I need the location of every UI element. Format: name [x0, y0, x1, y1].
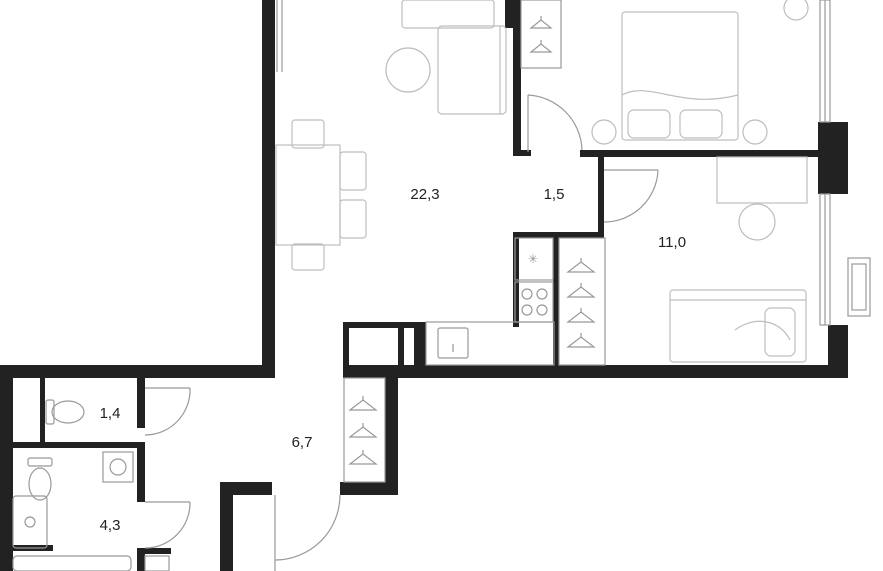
wall-toilet-right: [137, 378, 145, 428]
sanitary: [12, 399, 170, 571]
furniture-living: [275, 0, 507, 271]
bathtub-icon: [12, 555, 132, 571]
wall-hall-left: [220, 482, 233, 571]
room-area-bedroom: 11,0: [658, 234, 686, 251]
wall-right-lower: [828, 325, 848, 378]
toilet-icon: [27, 457, 53, 501]
fridge-icon: [514, 237, 554, 281]
wall-outer-horizontal: [0, 365, 275, 378]
bed-icon: [591, 0, 809, 145]
table-icon: [275, 144, 341, 246]
toilet-icon: [45, 399, 85, 425]
desk-icon: [716, 156, 808, 204]
wall-living-left: [262, 0, 275, 378]
washing-machine-icon: [102, 451, 134, 483]
counter-icon: [425, 321, 555, 366]
wall-bedroom-top: [580, 150, 820, 157]
bathtub-tap-icon: [144, 555, 170, 571]
door-icon: [144, 94, 659, 571]
wall-corridor-left: [513, 0, 521, 155]
sofa-icon: [401, 0, 495, 29]
wall-bath-stub: [143, 548, 171, 554]
wall-kitchen-right: [553, 232, 559, 372]
wall-outer-left: [0, 365, 13, 571]
wall-kitchen-block-mid2: [414, 322, 420, 372]
wall-corridor-top-stub: [505, 0, 521, 28]
svg-text:✳: ✳: [528, 252, 538, 266]
wall-right-pier: [818, 122, 848, 194]
sink-icon: [437, 327, 469, 359]
room-area-corridor: 1,5: [544, 186, 565, 203]
wall-kitchen-block-left: [343, 322, 349, 372]
wall-hall-bottom-right: [340, 482, 398, 495]
side-table-icon: [385, 47, 431, 93]
wall-corridor-door-stub: [513, 150, 531, 156]
wall-kitchen-block-top: [343, 322, 425, 328]
room-area-hall: 6,7: [292, 434, 313, 451]
wall-hall-right: [385, 365, 398, 495]
sink-icon: [12, 495, 48, 549]
bed-icon: [669, 289, 807, 363]
room-area-living: 22,3: [410, 186, 439, 203]
wall-toilet-left: [40, 378, 45, 444]
wall-bath-right-lower: [137, 548, 145, 571]
hanger-icon: [348, 16, 596, 465]
chair-icon: [738, 203, 776, 241]
furniture-bedroom: [669, 156, 808, 363]
wall-kitchen-block-mid: [398, 322, 404, 372]
kitchen: ✳: [425, 237, 555, 366]
armchair-icon: [437, 25, 507, 115]
wall-kitchen-block-right: [420, 322, 426, 372]
chair-icon: [291, 119, 367, 271]
walls: [0, 0, 848, 571]
wardrobe: [343, 0, 606, 483]
wall-bottom-long: [343, 365, 848, 378]
room-area-toilet: 1,4: [100, 405, 121, 422]
stove-icon: [514, 281, 554, 323]
window-icon: [276, 0, 871, 326]
room-area-bathroom: 4,3: [100, 517, 121, 534]
wall-toilet-bottom: [13, 442, 143, 448]
wall-bath-right: [137, 442, 145, 502]
wall-corridor-right: [598, 150, 604, 238]
